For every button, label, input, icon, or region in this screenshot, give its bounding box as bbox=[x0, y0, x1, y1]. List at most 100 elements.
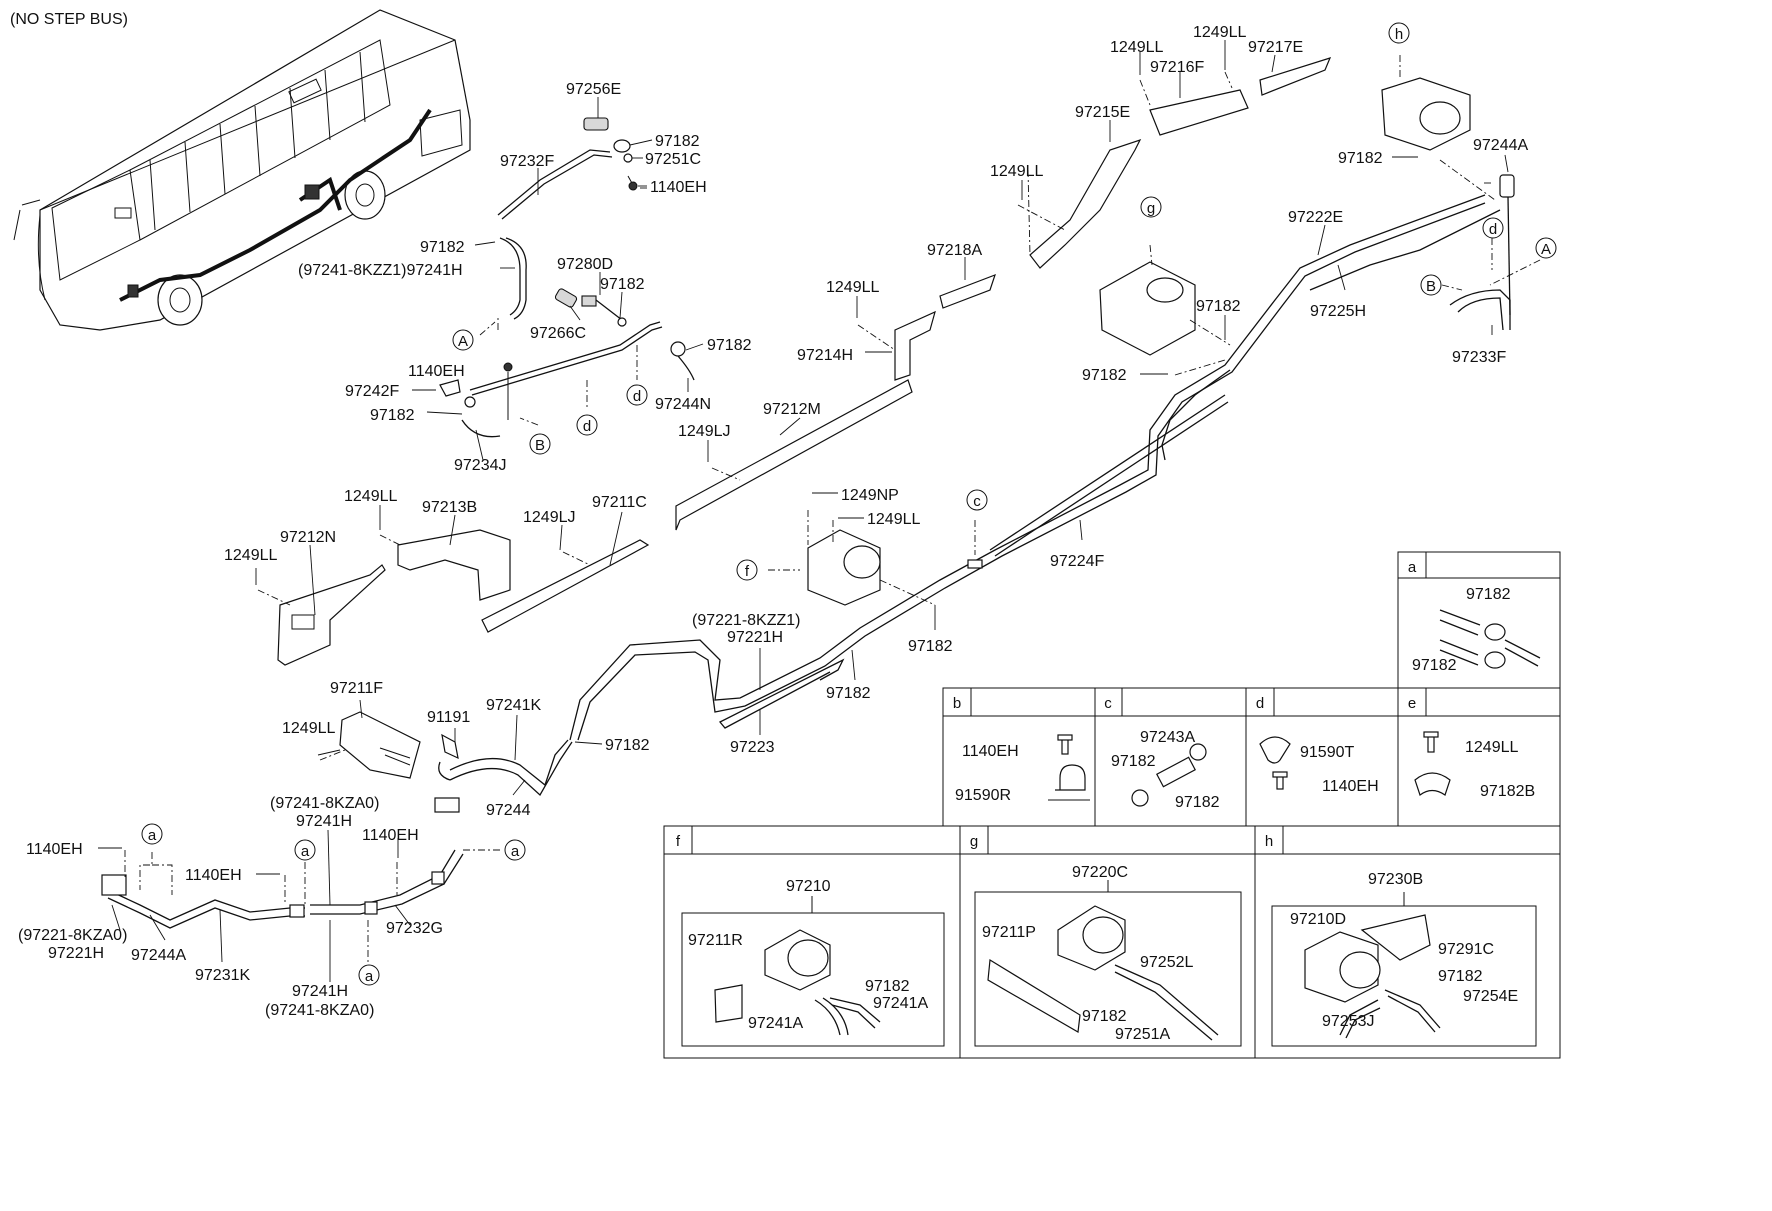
label-1140EH-m: 1140EH bbox=[408, 363, 465, 380]
detail-h-tag: h bbox=[1265, 833, 1273, 850]
label-1249LJ-a: 1249LJ bbox=[678, 423, 731, 440]
callout-f-main: f bbox=[745, 563, 750, 580]
label-97221-8KZA0: (97221-8KZA0) bbox=[18, 927, 127, 944]
label-97231K: 97231K bbox=[195, 967, 250, 984]
label-97182-f1: 97182 bbox=[908, 638, 953, 655]
callout-d-1: d bbox=[583, 418, 591, 435]
label-1249LL-f: 1249LL bbox=[224, 547, 277, 564]
label-97218A: 97218A bbox=[927, 242, 982, 259]
label-97182-top1: 97182 bbox=[655, 133, 700, 150]
label-97242F: 97242F bbox=[345, 383, 399, 400]
label-97241H-c: 97241H bbox=[292, 983, 348, 1000]
label-97217E: 97217E bbox=[1248, 39, 1303, 56]
label-97221-8KZZ1: (97221-8KZZ1) bbox=[692, 612, 801, 629]
variant-note: (NO STEP BUS) bbox=[10, 11, 128, 28]
detail-e-p1: 1249LL bbox=[1465, 739, 1518, 756]
label-97182-h1: 97182 bbox=[1338, 150, 1383, 167]
callout-markers: A B d d h g d A B c f a a a a bbox=[141, 22, 1557, 986]
detail-g-p1: 97211P bbox=[982, 924, 1036, 941]
detail-g-assy: 97220C bbox=[1072, 864, 1128, 881]
detail-b-p2: 91590R bbox=[955, 787, 1011, 804]
label-1249LL-c: 1249LL bbox=[990, 163, 1043, 180]
label-97244A-top: 97244A bbox=[1473, 137, 1528, 154]
detail-f-p2: 97182 bbox=[865, 978, 910, 995]
label-97215E: 97215E bbox=[1075, 104, 1130, 121]
detail-f-tag: f bbox=[676, 833, 681, 850]
detail-g-p4: 97251A bbox=[1115, 1026, 1170, 1043]
label-97233F: 97233F bbox=[1452, 349, 1506, 366]
label-97182-k: 97182 bbox=[605, 737, 650, 754]
callout-a-1: a bbox=[148, 827, 157, 844]
callout-a-2: a bbox=[301, 843, 310, 860]
detail-e-p2: 97182B bbox=[1480, 783, 1535, 800]
detail-d-tag: d bbox=[1256, 695, 1264, 712]
label-1249LL-a: 1249LL bbox=[1110, 39, 1163, 56]
lower-left-piping bbox=[101, 733, 573, 929]
label-1140EH-c: 1140EH bbox=[362, 827, 419, 844]
label-1140EH-e: 1140EH bbox=[185, 867, 242, 884]
label-97232G: 97232G bbox=[386, 920, 443, 937]
part-labels: 97256E 97182 97251C 97232F 1140EH 97182 … bbox=[18, 24, 1528, 1019]
label-1249LL-b: 1249LL bbox=[1193, 24, 1246, 41]
label-97232F: 97232F bbox=[500, 153, 554, 170]
main-piping bbox=[569, 174, 1515, 741]
detail-g-p2: 97252L bbox=[1140, 954, 1193, 971]
detail-panels-fgh: f g h 97210 97211R 97182 97241A 97241A 9… bbox=[663, 825, 1561, 1059]
detail-f-p3: 97241A bbox=[873, 995, 928, 1012]
upper-left-piping bbox=[439, 117, 695, 438]
label-97216F: 97216F bbox=[1150, 59, 1204, 76]
label-1249LJ-b: 1249LJ bbox=[523, 509, 576, 526]
callout-a-4: a bbox=[365, 968, 374, 985]
label-97244N: 97244N bbox=[655, 396, 711, 413]
label-91191: 91191 bbox=[427, 709, 470, 726]
label-97182-g1: 97182 bbox=[1196, 298, 1241, 315]
leader-lines bbox=[98, 40, 1509, 982]
detail-a-tag: a bbox=[1408, 559, 1417, 576]
callout-a-3: a bbox=[511, 843, 520, 860]
label-1249LL-g: 1249LL bbox=[867, 511, 920, 528]
detail-c-p1: 97243A bbox=[1140, 729, 1195, 746]
label-97213B: 97213B bbox=[422, 499, 477, 516]
callout-g-main: g bbox=[1147, 200, 1155, 217]
detail-f-p4: 97241A bbox=[748, 1015, 803, 1032]
callout-c-main: c bbox=[973, 493, 981, 510]
detail-h-assy: 97230B bbox=[1368, 871, 1423, 888]
detail-c-p3: 97182 bbox=[1175, 794, 1220, 811]
heater-units bbox=[807, 77, 1471, 606]
label-97241H-8KZZ1: (97241-8KZZ1)97241H bbox=[298, 262, 463, 279]
label-97182-m2: 97182 bbox=[707, 337, 752, 354]
label-97224F: 97224F bbox=[1050, 553, 1104, 570]
valve-97256e bbox=[583, 117, 609, 131]
label-97214H: 97214H bbox=[797, 347, 853, 364]
label-97182-m3: 97182 bbox=[370, 407, 415, 424]
covers-and-brackets bbox=[277, 57, 1332, 779]
detail-b-p1: 1140EH bbox=[962, 743, 1019, 760]
label-97256E: 97256E bbox=[566, 81, 621, 98]
detail-h-p4: 97254E bbox=[1463, 988, 1518, 1005]
label-97221H-b: 97221H bbox=[48, 945, 104, 962]
assembly-guides bbox=[124, 55, 1541, 962]
callout-h-main: h bbox=[1395, 26, 1403, 43]
label-1249LL-h: 1249LL bbox=[282, 720, 335, 737]
label-97234J: 97234J bbox=[454, 457, 507, 474]
label-97212M: 97212M bbox=[763, 401, 821, 418]
label-97241-8KZA0-b: (97241-8KZA0) bbox=[265, 1002, 374, 1019]
detail-h-p5: 97253J bbox=[1322, 1013, 1375, 1030]
detail-d-p1: 91590T bbox=[1300, 744, 1354, 761]
detail-g-tag: g bbox=[970, 833, 978, 850]
label-97222E: 97222E bbox=[1288, 209, 1343, 226]
label-1140EH-d: 1140EH bbox=[26, 841, 83, 858]
label-97182-left1: 97182 bbox=[420, 239, 465, 256]
label-1249LL-d: 1249LL bbox=[826, 279, 879, 296]
callout-A-1: A bbox=[458, 333, 468, 350]
callout-B-2: B bbox=[1426, 278, 1436, 295]
detail-panels-bcde: b c d e 1140EH 91590R 97243A 97182 97182… bbox=[942, 687, 1561, 827]
callout-d-2: d bbox=[633, 388, 641, 405]
parts-diagram: (NO STEP BUS) bbox=[10, 9, 1561, 1059]
label-97223: 97223 bbox=[730, 739, 775, 756]
label-97211C: 97211C bbox=[592, 494, 647, 511]
label-97225H: 97225H bbox=[1310, 303, 1366, 320]
label-97211F: 97211F bbox=[330, 680, 383, 697]
label-97280D: 97280D bbox=[557, 256, 613, 273]
callout-d-3: d bbox=[1489, 221, 1497, 238]
